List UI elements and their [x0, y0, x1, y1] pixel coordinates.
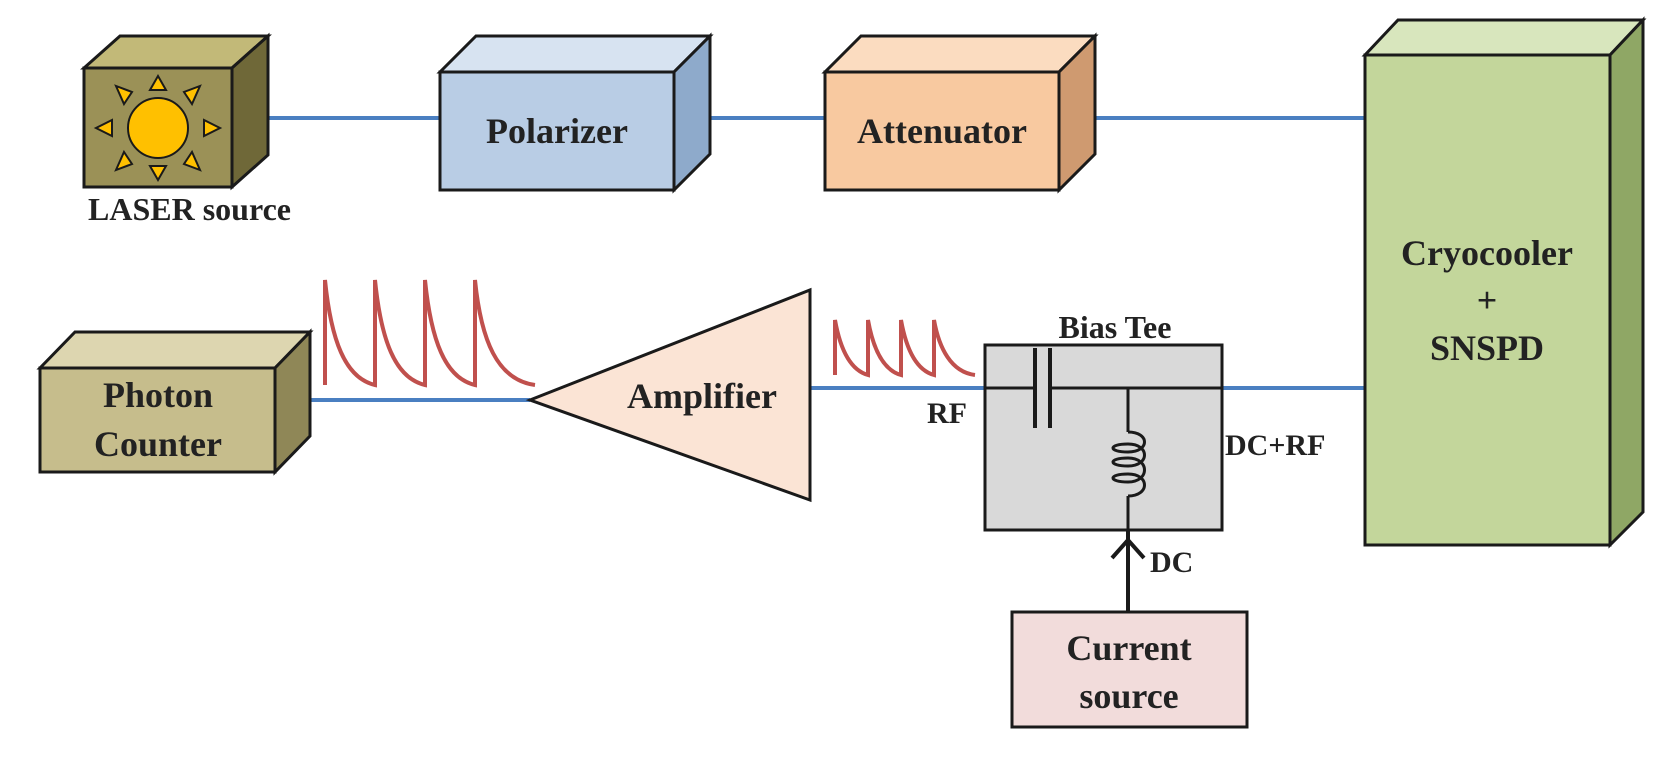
input-pulses — [833, 319, 976, 378]
amplified-pulses — [323, 279, 536, 388]
links — [268, 116, 1365, 402]
polarizer-label: Polarizer — [486, 111, 628, 151]
inductor-coil — [1111, 430, 1146, 498]
counter-label-line1: Photon — [103, 375, 213, 415]
bias-tee-label: Bias Tee — [1059, 309, 1172, 345]
laser-label: LASER source — [88, 191, 291, 227]
sun-icon — [93, 73, 223, 183]
rf-port-label: RF — [927, 397, 967, 430]
polarizer-block: Polarizer — [436, 32, 714, 194]
amplifier-label: Amplifier — [627, 376, 777, 416]
current-source-block: Current source — [1010, 610, 1249, 729]
dc-arrowhead — [1110, 536, 1146, 560]
laser-source: LASER source — [80, 32, 291, 227]
attenuator-label: Attenuator — [857, 111, 1027, 151]
photon-counter-block: Photon Counter — [36, 328, 314, 476]
attenuator-block: Attenuator — [821, 32, 1099, 194]
current-source-label-line2: source — [1079, 676, 1178, 716]
dc-port-label: DC — [1150, 546, 1193, 579]
cryo-label-line3: SNSPD — [1430, 328, 1544, 368]
cryocooler-snspd-block: Cryocooler + SNSPD — [1361, 16, 1647, 549]
current-source-label-line1: Current — [1066, 628, 1191, 668]
cryo-label-line2: + — [1477, 280, 1498, 320]
dc-link: DC — [1110, 530, 1193, 612]
counter-label-line2: Counter — [94, 424, 222, 464]
cryo-label-line1: Cryocooler — [1401, 233, 1573, 273]
dcrf-port-label: DC+RF — [1225, 429, 1325, 462]
bias-tee: Bias Tee RF DC+RF — [927, 309, 1325, 532]
amplifier: Amplifier — [525, 287, 812, 503]
